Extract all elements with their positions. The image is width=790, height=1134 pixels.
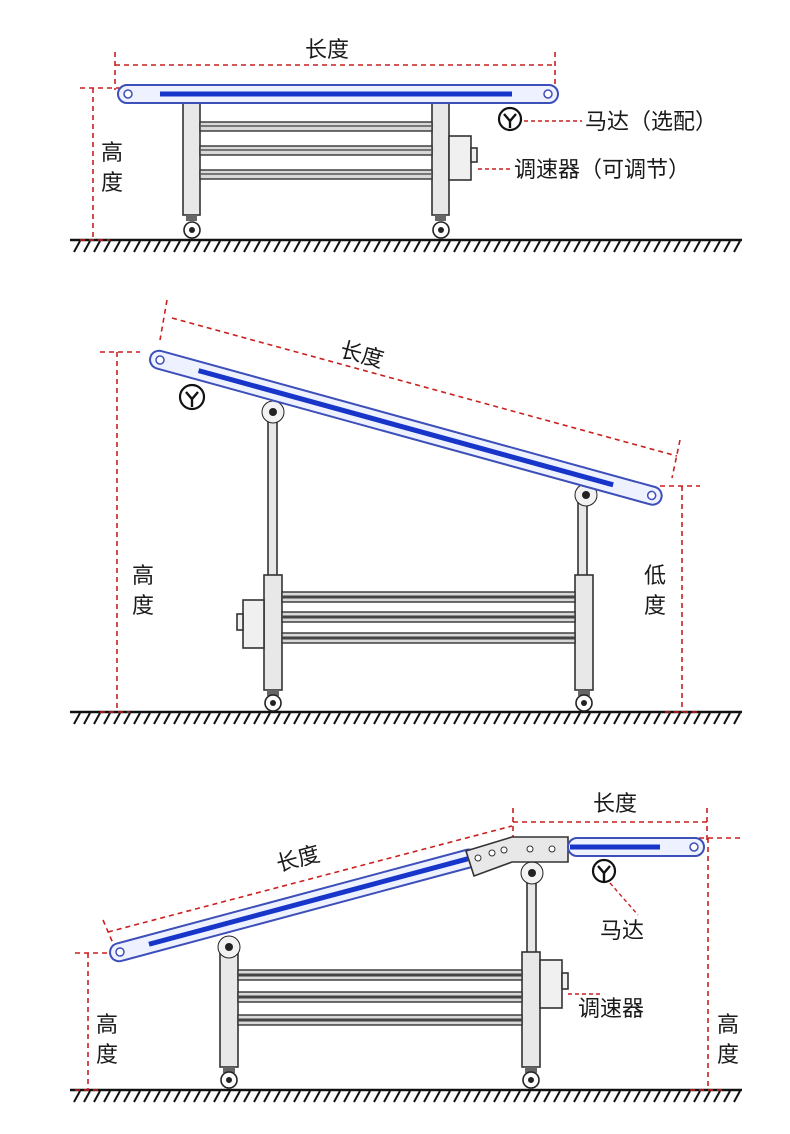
low-label-2-top: 低 — [644, 564, 666, 589]
motor-icon-3 — [591, 858, 617, 884]
motor-label-3: 马达 — [600, 919, 644, 944]
caster-right-2 — [575, 690, 593, 712]
leg-right-1 — [431, 102, 450, 216]
caster-right-1 — [432, 215, 450, 239]
motor-icon-2 — [178, 383, 206, 411]
post-right-upper-3 — [526, 879, 537, 956]
leg-right-3 — [521, 951, 541, 1068]
caster-right-3 — [522, 1067, 540, 1089]
post-left-upper-2 — [267, 419, 278, 581]
speed-controller-box-3 — [539, 959, 563, 1009]
speed-controller-box-1 — [448, 135, 472, 181]
diagram-inclined-conveyor: 长度 高 度 低 度 — [70, 299, 742, 725]
diagram-incline-flat-conveyor: 长度 长度 高 度 高 度 — [70, 792, 742, 1103]
high-label-2-top: 高 — [132, 564, 154, 589]
motor-icon-1 — [497, 106, 523, 132]
length-flat-label-3: 长度 — [593, 792, 637, 817]
leg-left-3 — [219, 951, 239, 1068]
height-label-1-bottom: 度 — [101, 171, 123, 196]
leg-left-1 — [182, 102, 201, 216]
post-right-upper-2 — [577, 499, 588, 581]
motor-label-1: 马达（选配） — [585, 110, 717, 135]
ground-1 — [70, 238, 742, 253]
caster-left-2 — [264, 690, 282, 712]
height-right-label-3-bottom: 度 — [717, 1043, 739, 1068]
height-right-label-3-top: 高 — [717, 1013, 739, 1038]
length-dimension-line-2 — [171, 317, 678, 457]
speed-controller-box-2 — [242, 599, 265, 649]
length-incline-dimension-line-3 — [107, 825, 513, 933]
height-left-label-3-bottom: 度 — [96, 1043, 118, 1068]
caster-left-1 — [183, 215, 201, 239]
leg-left-2 — [263, 574, 283, 691]
leg-right-2 — [574, 574, 594, 691]
low-label-2-bottom: 度 — [644, 594, 666, 619]
high-label-2-bottom: 度 — [132, 594, 154, 619]
controller-label-1: 调速器（可调节） — [514, 158, 690, 183]
height-label-1-top: 高 — [101, 141, 123, 166]
length-label-2: 长度 — [337, 338, 386, 374]
height-left-label-3-top: 高 — [96, 1013, 118, 1038]
conveyor-belt-2 — [149, 349, 663, 506]
joint-plate-3 — [464, 836, 569, 878]
diagram-flat-conveyor: 长度 高 度 — [70, 38, 742, 253]
caster-left-3 — [220, 1067, 238, 1089]
length-incline-label-3: 长度 — [274, 842, 323, 878]
length-label-1: 长度 — [305, 38, 349, 63]
controller-label-3: 调速器 — [578, 997, 644, 1022]
